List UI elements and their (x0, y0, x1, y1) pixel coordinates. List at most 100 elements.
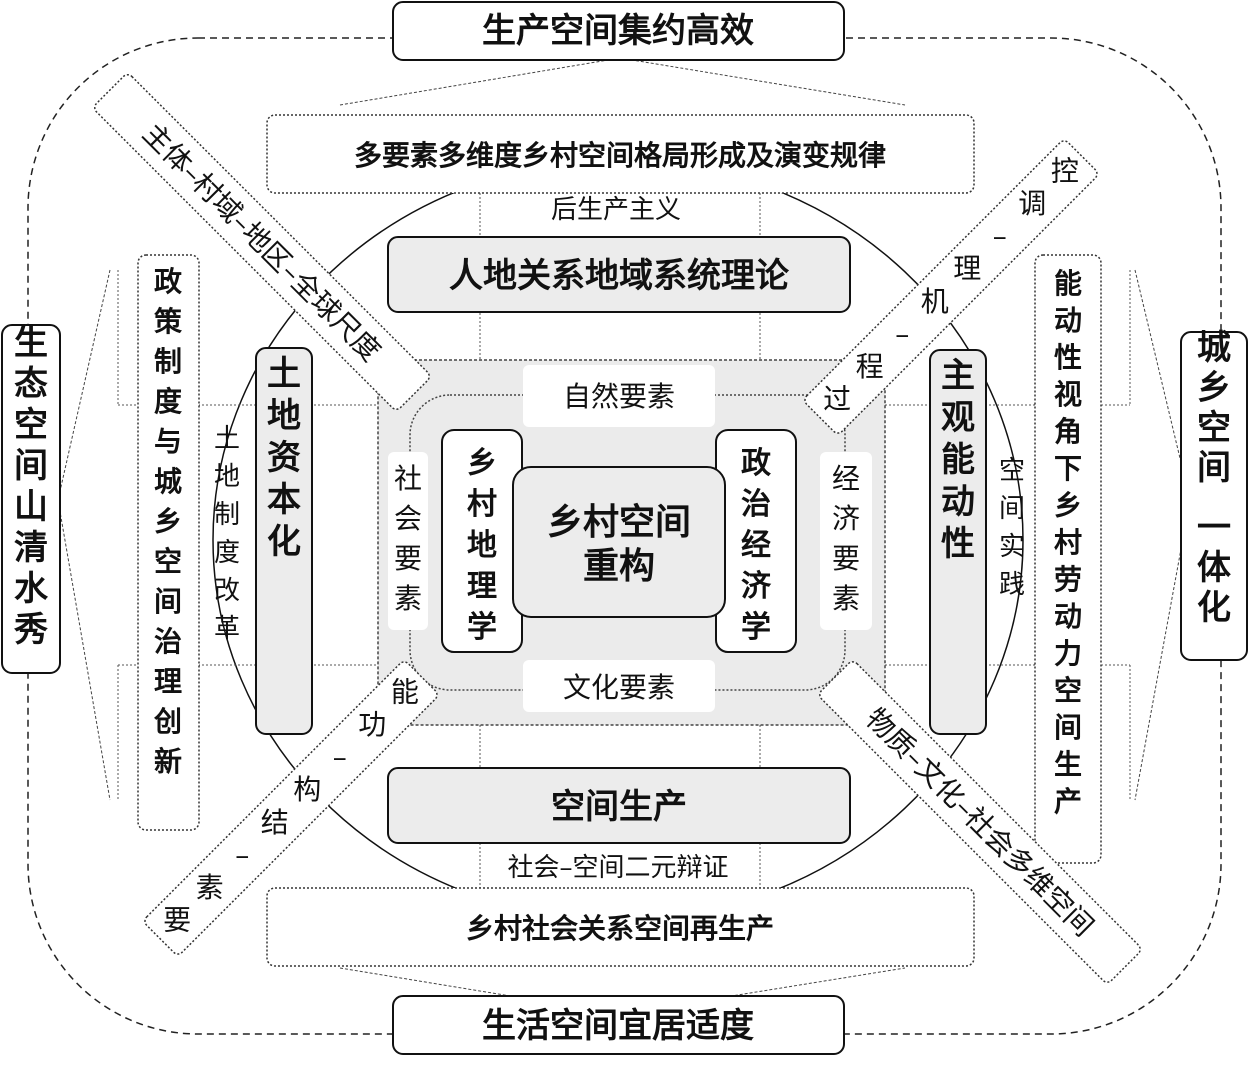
vchar: 学 (467, 610, 497, 645)
vchar: 观 (941, 398, 975, 438)
vchar: 经 (741, 528, 771, 563)
element-right-label: 经济要素 (832, 462, 860, 615)
vchar: 水 (14, 569, 49, 609)
diag-char: – (993, 220, 1007, 253)
vchar: 视 (1054, 378, 1082, 411)
vchar: 政 (154, 265, 182, 298)
theory-top-label: 人地关系地域系统理论 (449, 256, 790, 296)
diag-char: 构 (293, 773, 321, 806)
vchar: 资 (267, 438, 301, 478)
center-box: 乡村空间 重构 (512, 466, 726, 618)
vchar: 践 (999, 570, 1025, 600)
vchar: 秀 (13, 610, 48, 650)
center-line2: 重构 (583, 545, 655, 587)
element-top-box: 自然要素 (523, 365, 715, 427)
vchar: 土 (214, 424, 240, 454)
vchar: 政 (741, 446, 771, 481)
vchar: 理 (467, 569, 497, 604)
theory-right-box: 主观能动性 (929, 349, 987, 735)
element-left-box: 社会要素 (388, 452, 428, 630)
vchar: 主 (941, 356, 975, 396)
outer-left-label: 生态空间山清水秀 (13, 323, 49, 650)
theory-bottom-box: 空间生产 (387, 767, 851, 844)
theory-left-box: 土地资本化 (255, 347, 313, 735)
outer-bottom-box: 生活空间宜居适度 (392, 995, 845, 1055)
diagonal-bottom-left: 要素–结构–功能 (144, 661, 438, 955)
vchar: 能 (941, 440, 975, 480)
vchar: 土 (267, 354, 301, 394)
ring-left-label: 政策制度与城乡空间治理创新 (153, 265, 182, 778)
discipline-right-box: 政治经济学 (715, 429, 797, 653)
element-left-label: 社会要素 (394, 462, 422, 615)
vchar: 会 (394, 502, 422, 535)
vchar: 地 (267, 396, 301, 436)
vchar: 态 (14, 364, 48, 404)
vchar: 策 (154, 305, 182, 338)
diag-char: 程 (856, 350, 884, 383)
vchar: 间 (14, 446, 48, 486)
discipline-left-box: 乡村地理学 (441, 429, 523, 653)
vchar: 理 (154, 665, 182, 698)
vchar: 体 (1197, 548, 1231, 588)
vchar: 动 (1054, 304, 1082, 337)
diag-char: 理 (953, 252, 981, 285)
element-top-label: 自然要素 (563, 380, 675, 413)
connector-top-label: 后生产主义 (551, 195, 681, 225)
discipline-left-label: 乡村地理学 (467, 446, 497, 645)
vchar: 空 (14, 405, 48, 445)
element-bottom-label: 文化要素 (563, 671, 675, 704)
theory-left-label: 土地资本化 (267, 354, 301, 562)
ring-bottom-box: 乡村社会关系空间再生产 (266, 887, 975, 967)
connector-left-label: 土地制度改革 (214, 424, 240, 644)
outer-top-box: 生产空间集约高效 (392, 1, 845, 61)
vchar: 村 (467, 487, 497, 522)
center-line1: 乡村空间 (547, 501, 691, 543)
vchar: 制 (214, 500, 240, 530)
vchar: 间 (154, 585, 182, 618)
vchar: 学 (741, 610, 771, 645)
vchar: 济 (832, 502, 860, 535)
vchar: 社 (394, 462, 422, 495)
vchar: 素 (394, 582, 422, 615)
vchar: 制 (154, 345, 182, 378)
ring-left-box: 政策制度与城乡空间治理创新 (137, 254, 200, 831)
vchar: 生 (1054, 748, 1082, 781)
vchar: 新 (154, 745, 182, 778)
vchar: 经 (832, 462, 860, 495)
vchar: 乡 (467, 446, 497, 481)
vchar: 要 (832, 542, 860, 575)
vchar: 创 (153, 705, 182, 738)
outer-right-label: 城乡空间一体化 (1197, 328, 1231, 628)
vchar: 乡 (1054, 489, 1082, 522)
vchar: 空 (1197, 408, 1231, 448)
vchar: 治 (154, 625, 182, 658)
diag-char: – (333, 741, 347, 774)
theory-bottom-label: 空间生产 (551, 787, 687, 827)
vchar: 间 (999, 494, 1025, 524)
discipline-right-label: 政治经济学 (741, 446, 772, 645)
outer-top-label: 生产空间集约高效 (482, 11, 754, 51)
outer-right-box: 城乡空间一体化 (1180, 328, 1248, 661)
element-right-box: 经济要素 (820, 452, 872, 630)
vchar: 性 (941, 524, 975, 564)
connector-right-label: 空间实践 (999, 456, 1025, 600)
diag-char: 要 (163, 903, 191, 936)
diagonal-top-right: 过程–机理–调控 (804, 140, 1098, 434)
diag-char: 结 (261, 806, 289, 839)
vchar: 地 (467, 528, 497, 563)
diag-char: 机 (921, 285, 949, 318)
diag-char: 能 (391, 676, 419, 709)
vchar: 实 (999, 532, 1025, 562)
ring-top-box: 多要素多维度乡村空间格局形成及演变规律 (266, 114, 975, 194)
ring-bottom-label: 乡村社会关系空间再生产 (466, 912, 774, 945)
vchar: 生 (14, 323, 48, 363)
element-bottom-box: 文化要素 (523, 660, 715, 712)
vchar: 空 (999, 456, 1025, 486)
vchar: 角 (1054, 415, 1082, 448)
vchar: 城 (154, 465, 182, 498)
vchar: 与 (154, 425, 182, 458)
vchar: 间 (1197, 448, 1231, 488)
diag-char: 过 (823, 382, 851, 415)
